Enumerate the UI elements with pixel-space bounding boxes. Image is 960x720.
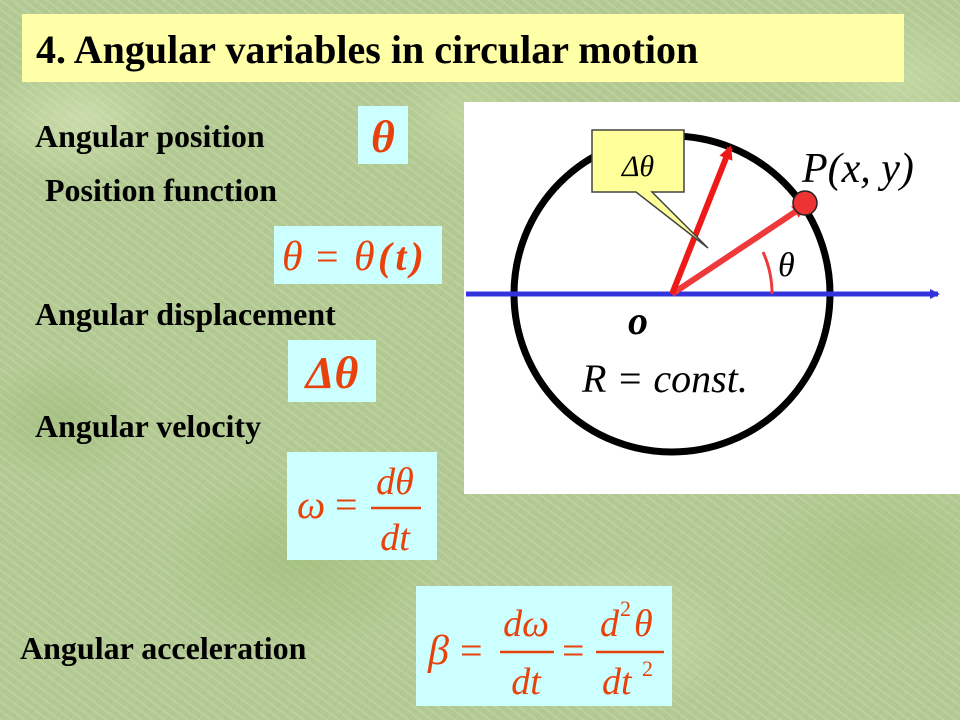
beta-numerator-1: dω: [503, 603, 549, 645]
radius-label: R = const.: [581, 356, 748, 401]
origin-label: o: [628, 298, 648, 343]
pf-lhs: θ: [282, 234, 303, 280]
pf-rhs-func: θ: [354, 234, 375, 280]
beta-lhs: β: [427, 628, 449, 674]
omega-denominator: dt: [380, 517, 411, 559]
equation-position-function: θ = θ (t): [274, 226, 442, 284]
delta-theta-callout: [591, 129, 709, 249]
title-banner: 4. Angular variables in circular motion: [22, 14, 904, 82]
omega-numerator: dθ: [376, 461, 414, 503]
label-angular-velocity: Angular velocity: [35, 408, 262, 444]
theta-symbol: θ: [371, 111, 395, 162]
slide-title: 4. Angular variables in circular motion: [36, 27, 699, 72]
beta-numerator-2-exp: 2: [620, 596, 631, 621]
beta-denominator-1: dt: [511, 661, 542, 703]
beta-numerator-2-d: d: [600, 603, 620, 645]
label-position-function: Position function: [45, 172, 278, 208]
angle-label: θ: [778, 247, 795, 284]
pf-rhs-arg: (t): [378, 234, 428, 279]
beta-numerator-2-var: θ: [634, 603, 653, 645]
equation-delta-theta: Δθ: [288, 340, 376, 402]
beta-denominator-2-exp: 2: [642, 656, 653, 681]
displaced-position-vector: [669, 145, 733, 296]
label-angular-position: Angular position: [35, 118, 265, 154]
equation-beta: β = dω dt = d 2 θ dt 2: [416, 586, 672, 706]
delta-theta-symbol: Δθ: [304, 347, 359, 398]
position-vector: [670, 203, 807, 297]
beta-equals-1: =: [460, 628, 483, 673]
beta-denominator-2-base: dt: [602, 661, 633, 703]
label-angular-acceleration: Angular acceleration: [20, 630, 307, 666]
point-label: P(x, y): [801, 146, 914, 192]
point-p: [792, 190, 818, 216]
equation-theta: θ: [358, 106, 408, 164]
omega-equals: =: [335, 482, 358, 527]
beta-equals-2: =: [562, 628, 585, 673]
circular-motion-diagram: Δθ P(x, y) θ o R = const.: [464, 102, 960, 494]
label-angular-displacement: Angular displacement: [35, 296, 336, 332]
pf-equals: =: [316, 234, 339, 279]
callout-label: Δθ: [621, 150, 655, 183]
omega-lhs: ω: [297, 482, 325, 527]
theta-arc: [761, 251, 774, 295]
equation-omega: ω = dθ dt: [287, 452, 437, 560]
